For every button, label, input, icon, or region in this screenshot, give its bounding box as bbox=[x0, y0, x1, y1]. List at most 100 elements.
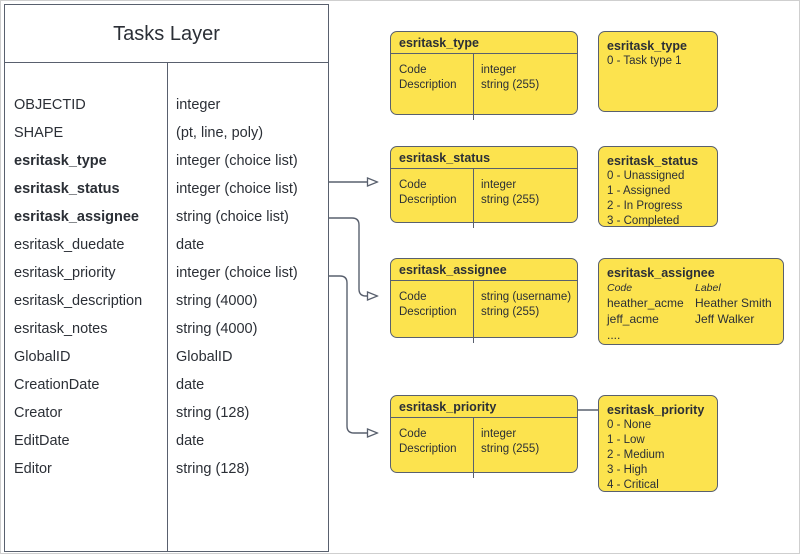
domain-table-esritask-type[interactable]: esritask_type Code Description integer s… bbox=[390, 31, 578, 120]
field-row-esritask-assignee[interactable]: esritask_assignee string (choice list) bbox=[5, 203, 328, 231]
domain-table-esritask-status[interactable]: esritask_status Code Description integer… bbox=[390, 146, 578, 228]
entity-field-list: OBJECTID integer SHAPE (pt, line, poly) … bbox=[5, 91, 328, 483]
field-type: date bbox=[176, 377, 205, 393]
domain-field-names: Code Description bbox=[391, 427, 473, 457]
domain-code-label: Code bbox=[399, 64, 427, 76]
domain-table-title: esritask_assignee bbox=[391, 259, 577, 281]
field-type: string (4000) bbox=[176, 321, 258, 337]
domain-table-title: esritask_type bbox=[391, 32, 577, 54]
field-type: date bbox=[176, 433, 205, 449]
field-row-esritask-description[interactable]: esritask_description string (4000) bbox=[5, 287, 328, 315]
value-list-item: 3 - Completed bbox=[607, 215, 680, 227]
domain-description-label: Description bbox=[399, 443, 457, 455]
field-name: Creator bbox=[14, 405, 63, 421]
domain-field-types: integer string (255) bbox=[473, 427, 577, 457]
field-row-globalid[interactable]: GlobalID GlobalID bbox=[5, 343, 328, 371]
field-row-esritask-type[interactable]: esritask_type integer (choice list) bbox=[5, 147, 328, 175]
field-type: string (choice list) bbox=[176, 209, 289, 225]
domain-column-divider bbox=[473, 418, 474, 478]
field-row-creator[interactable]: Creator string (128) bbox=[5, 399, 328, 427]
value-list-item: 3 - High bbox=[607, 464, 648, 476]
value-list-item: 1 - Assigned bbox=[607, 185, 671, 197]
domain-table-esritask-priority[interactable]: esritask_priority Code Description integ… bbox=[390, 395, 578, 478]
value-list-esritask-status[interactable]: esritask_status 0 - Unassigned 1 - Assig… bbox=[598, 146, 718, 227]
value-label: Jeff Walker bbox=[695, 312, 755, 326]
field-type: GlobalID bbox=[176, 349, 233, 365]
value-list-item: 1 - Low bbox=[607, 434, 645, 446]
value-list-esritask-priority[interactable]: esritask_priority 0 - None 1 - Low 2 - M… bbox=[598, 395, 718, 492]
field-type: integer bbox=[176, 97, 221, 113]
value-list-esritask-type[interactable]: esritask_type 0 - Task type 1 bbox=[598, 31, 718, 112]
value-list-header-row: Code Label bbox=[607, 281, 775, 295]
value-list-item: 2 - In Progress bbox=[607, 200, 683, 212]
domain-code-label: Code bbox=[399, 428, 427, 440]
domain-field-types: integer string (255) bbox=[473, 178, 577, 208]
field-name: Editor bbox=[14, 461, 52, 477]
entity-column-divider bbox=[167, 63, 168, 551]
field-type: integer (choice list) bbox=[176, 265, 298, 281]
value-list-item: 0 - Unassigned bbox=[607, 170, 685, 182]
domain-field-names: Code Description bbox=[391, 63, 473, 93]
value-list-item: 2 - Medium bbox=[607, 449, 665, 461]
domain-column-divider bbox=[473, 169, 474, 228]
field-name: esritask_priority bbox=[14, 265, 116, 281]
domain-field-names: Code Description bbox=[391, 178, 473, 208]
field-name: esritask_description bbox=[14, 293, 143, 309]
domain-field-names: Code Description bbox=[391, 290, 473, 320]
domain-description-label: Description bbox=[399, 306, 457, 318]
field-type: date bbox=[176, 237, 205, 253]
field-row-esritask-notes[interactable]: esritask_notes string (4000) bbox=[5, 315, 328, 343]
value-list-ellipsis: .... bbox=[607, 328, 621, 342]
domain-column-divider bbox=[473, 281, 474, 343]
value-list-item: 0 - Task type 1 bbox=[607, 55, 682, 67]
domain-code-type: integer bbox=[481, 428, 517, 440]
field-row-objectid[interactable]: OBJECTID integer bbox=[5, 91, 328, 119]
value-list-esritask-assignee[interactable]: esritask_assignee Code Label heather_acm… bbox=[598, 258, 784, 345]
field-row-esritask-priority[interactable]: esritask_priority integer (choice list) bbox=[5, 259, 328, 287]
domain-description-type: string (255) bbox=[481, 79, 540, 91]
domain-table-esritask-assignee[interactable]: esritask_assignee Code Description strin… bbox=[390, 258, 578, 343]
field-name: esritask_type bbox=[14, 153, 107, 169]
value-list-title: esritask_priority bbox=[607, 403, 705, 417]
value-list-title: esritask_status bbox=[607, 154, 699, 168]
domain-table-title: esritask_priority bbox=[391, 396, 577, 418]
field-type: integer (choice list) bbox=[176, 153, 298, 169]
field-row-editdate[interactable]: EditDate date bbox=[5, 427, 328, 455]
field-type: (pt, line, poly) bbox=[176, 125, 264, 141]
field-name: GlobalID bbox=[14, 349, 71, 365]
field-name: esritask_assignee bbox=[14, 209, 139, 225]
entity-field-area: OBJECTID integer SHAPE (pt, line, poly) … bbox=[5, 63, 328, 551]
value-list-header-label: Label bbox=[695, 282, 721, 294]
field-name: OBJECTID bbox=[14, 97, 86, 113]
field-type: integer (choice list) bbox=[176, 181, 298, 197]
domain-table-body: Code Description integer string (255) bbox=[391, 418, 577, 478]
field-row-creationdate[interactable]: CreationDate date bbox=[5, 371, 328, 399]
domain-table-body: Code Description integer string (255) bbox=[391, 169, 577, 228]
page-title: Tasks Layer bbox=[5, 5, 328, 63]
field-row-editor[interactable]: Editor string (128) bbox=[5, 455, 328, 483]
value-list-item: 0 - None bbox=[607, 419, 652, 431]
value-code: jeff_acme bbox=[607, 312, 659, 326]
field-row-esritask-duedate[interactable]: esritask_duedate date bbox=[5, 231, 328, 259]
tasks-layer-entity[interactable]: Tasks Layer OBJECTID integer SHAPE (pt, … bbox=[4, 4, 329, 552]
domain-description-type: string (255) bbox=[481, 443, 540, 455]
field-type: string (4000) bbox=[176, 293, 258, 309]
domain-description-label: Description bbox=[399, 79, 457, 91]
domain-code-type: integer bbox=[481, 64, 517, 76]
domain-description-type: string (255) bbox=[481, 306, 540, 318]
domain-description-type: string (255) bbox=[481, 194, 540, 206]
domain-field-types: string (username) string (255) bbox=[473, 290, 577, 320]
field-row-shape[interactable]: SHAPE (pt, line, poly) bbox=[5, 119, 328, 147]
domain-table-title: esritask_status bbox=[391, 147, 577, 169]
domain-code-type: string (username) bbox=[481, 291, 572, 303]
field-row-esritask-status[interactable]: esritask_status integer (choice list) bbox=[5, 175, 328, 203]
value-code: heather_acme bbox=[607, 296, 684, 310]
domain-table-body: Code Description string (username) strin… bbox=[391, 281, 577, 343]
field-name: EditDate bbox=[14, 433, 70, 449]
domain-field-types: integer string (255) bbox=[473, 63, 577, 93]
domain-table-body: Code Description integer string (255) bbox=[391, 54, 577, 120]
value-list-row: heather_acme Heather Smith bbox=[607, 295, 775, 311]
field-name: esritask_notes bbox=[14, 321, 108, 337]
